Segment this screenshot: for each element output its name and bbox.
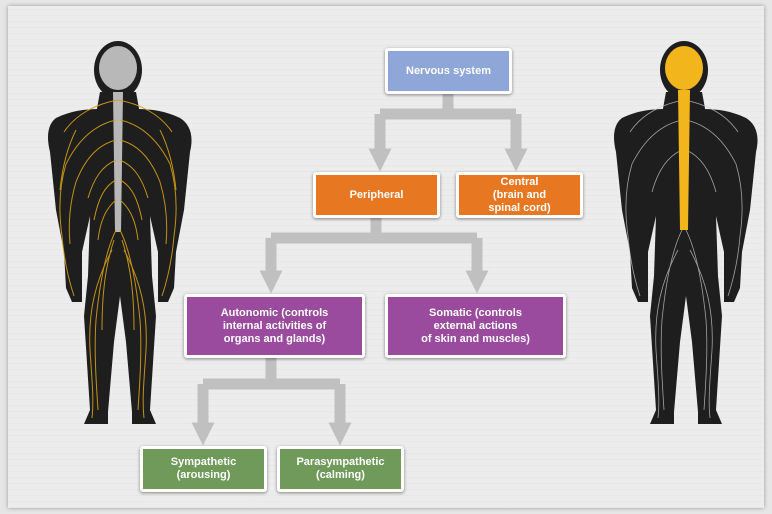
node-nervous-system: Nervous system bbox=[385, 48, 512, 94]
node-sympathetic: Sympathetic (arousing) bbox=[140, 446, 267, 492]
node-parasympathetic: Parasympathetic (calming) bbox=[277, 446, 404, 492]
human-silhouette-central-icon bbox=[614, 41, 758, 424]
node-peripheral: Peripheral bbox=[313, 172, 440, 218]
human-silhouette-peripheral-icon bbox=[48, 41, 192, 424]
node-central: Central (brain and spinal cord) bbox=[456, 172, 583, 218]
node-somatic: Somatic (controls external actions of sk… bbox=[385, 294, 566, 358]
node-autonomic: Autonomic (controls internal activities … bbox=[184, 294, 365, 358]
